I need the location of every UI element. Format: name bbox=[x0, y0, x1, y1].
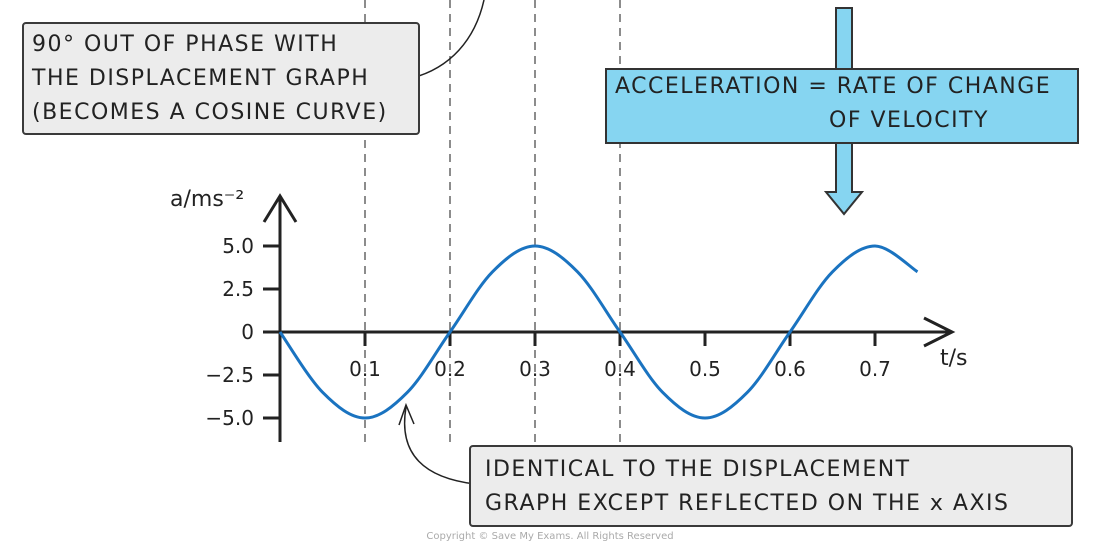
y-tick-label: −2.5 bbox=[205, 363, 254, 387]
y-tick-label: 0 bbox=[241, 320, 254, 344]
x-tick-label: 0.1 bbox=[349, 357, 381, 381]
y-tick-label: 5.0 bbox=[222, 234, 254, 258]
phase-callout-line: THE DISPLACEMENT GRAPH bbox=[32, 66, 370, 91]
phase-callout-line: (BECOMES A COSINE CURVE) bbox=[32, 100, 388, 125]
identical-connector bbox=[403, 406, 476, 485]
definition-line: ACCELERATION = RATE OF CHANGE bbox=[615, 74, 1052, 99]
x-axis-label: t/s bbox=[940, 346, 968, 371]
phase-connector bbox=[411, 0, 485, 79]
phase-callout: 90° OUT OF PHASE WITH THE DISPLACEMENT G… bbox=[22, 22, 420, 135]
series-group bbox=[278, 244, 919, 420]
definition-box: ACCELERATION = RATE OF CHANGE OF VELOCIT… bbox=[605, 68, 1079, 144]
x-tick-label: 0.5 bbox=[689, 357, 721, 381]
x-tick-label: 0.4 bbox=[604, 357, 636, 381]
phase-callout-line: 90° OUT OF PHASE WITH bbox=[32, 32, 339, 57]
down-arrow-icon bbox=[823, 141, 865, 216]
y-axis-label: a/ms⁻² bbox=[170, 187, 244, 212]
x-tick-label: 0.2 bbox=[434, 357, 466, 381]
x-tick-label: 0.6 bbox=[774, 357, 806, 381]
copyright-text: Copyright © Save My Exams. All Rights Re… bbox=[426, 531, 674, 542]
acceleration-series-line bbox=[278, 244, 919, 420]
definition-line: OF VELOCITY bbox=[829, 108, 989, 133]
x-tick-label: 0.7 bbox=[859, 357, 891, 381]
y-tick-label: 2.5 bbox=[222, 277, 254, 301]
x-axis-arrowhead bbox=[923, 316, 956, 348]
identical-callout-line: IDENTICAL TO THE DISPLACEMENT bbox=[485, 457, 911, 482]
y-tick-label: −5.0 bbox=[205, 406, 254, 430]
down-arrow-top bbox=[835, 7, 853, 71]
x-tick-label: 0.3 bbox=[519, 357, 551, 381]
y-tick-group: 5.0 2.5 0 −2.5 −5.0 bbox=[205, 234, 280, 430]
identical-callout-line: GRAPH EXCEPT REFLECTED ON THE x AXIS bbox=[485, 491, 1010, 516]
y-axis-arrowhead bbox=[262, 193, 298, 223]
identical-callout: IDENTICAL TO THE DISPLACEMENT GRAPH EXCE… bbox=[469, 445, 1073, 527]
identical-connector-arrowhead bbox=[398, 402, 415, 426]
x-tick-group: 0.1 0.2 0.3 0.4 0.5 0.6 0.7 bbox=[349, 332, 891, 381]
